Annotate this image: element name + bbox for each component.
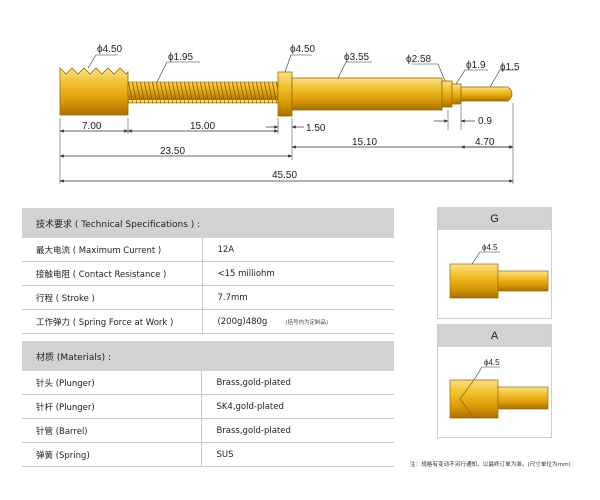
spec-row: 最大电流 ( Maximum Current ) 12A (22, 238, 394, 262)
materials-header-row: 材质 (Materials) : (22, 341, 394, 371)
dim-gap-length: 0.9 (478, 116, 492, 127)
material-row: 针头 (Plunger) Brass,gold-plated (22, 371, 394, 395)
materials-table: 材质 (Materials) : 针头 (Plunger) Brass,gold… (22, 341, 394, 467)
flat-head-illustration: ϕ4.5 (449, 243, 549, 299)
spring (127, 81, 279, 104)
material-row: 弹簧 (Spring) SUS (22, 442, 394, 467)
footnote: 注：规格有变动不另行通知，以最终订单为准。(尺寸单位为mm) (410, 462, 571, 468)
head-option-diameter: ϕ4.5 (484, 358, 500, 367)
head-option-a-panel: A ϕ4.5 (437, 324, 552, 438)
material-row: 针杆 (Plunger) SK4,gold-plated (22, 394, 394, 419)
material-label: 针管 (Barrel) (22, 418, 203, 443)
dim-spring-diameter: ϕ1.95 (168, 52, 194, 63)
spec-label: 接触电阻 ( Contact Resistance ) (22, 261, 204, 286)
head-option-code: G (438, 208, 551, 230)
custom-note: (括号内为定制品) (285, 319, 329, 326)
spec-value: 12A (202, 238, 394, 262)
spec-value: <15 milliohm (202, 261, 394, 286)
dim-neck-diameter: ϕ1.9 (466, 60, 486, 71)
dim-barrel-length: 15.10 (352, 137, 377, 148)
barrel (291, 77, 443, 111)
head-option-g-panel: G ϕ4.5 (437, 207, 552, 319)
material-label: 针头 (Plunger) (22, 371, 203, 395)
material-label: 弹簧 (Spring) (22, 442, 203, 467)
spec-table: 技术要求 ( Technical Specifications ) : 最大电流… (22, 208, 394, 334)
collar (277, 71, 293, 117)
spec-label: 工作弹力 ( Spring Force at Work ) (22, 309, 204, 334)
spec-header-row: 技术要求 ( Technical Specifications ) : (22, 208, 394, 238)
spec-row: 工作弹力 ( Spring Force at Work ) (200g)480g… (22, 309, 394, 334)
spec-row: 接触电阻 ( Contact Resistance ) <15 milliohm (22, 261, 394, 286)
dim-front-length: 23.50 (160, 146, 185, 157)
dim-head-length: 7.00 (82, 121, 102, 132)
dim-head-diameter: ϕ4.50 (97, 44, 123, 55)
head-option-code: A (438, 325, 551, 347)
material-label: 针杆 (Plunger) (22, 394, 203, 419)
dim-total-length: 45.50 (272, 170, 297, 181)
barrel-step (441, 80, 453, 108)
materials-header: 材质 (Materials) : (22, 341, 394, 371)
dimension-lines (59, 119, 514, 183)
dim-step-diameter: ϕ2.58 (406, 54, 432, 65)
leader-lines (87, 54, 518, 88)
material-value: SK4,gold-plated (201, 394, 394, 419)
crown-head (59, 67, 129, 116)
dim-barrel-diameter: ϕ3.55 (344, 52, 370, 63)
plunger-tip (460, 86, 513, 102)
dim-collar-length: 1.50 (306, 123, 326, 134)
plunger-neck (451, 83, 462, 105)
dim-tip-length: 4.70 (475, 137, 495, 148)
dim-spring-length: 15.00 (190, 121, 215, 132)
dim-collar-diameter: ϕ4.50 (290, 44, 316, 55)
spec-value-text: (200g)480g (217, 316, 268, 327)
spec-value: 7.7mm (202, 285, 394, 310)
v-head-illustration: ϕ4.5 (449, 358, 549, 419)
material-value: SUS (201, 442, 394, 467)
head-option-diameter: ϕ4.5 (482, 243, 498, 252)
material-value: Brass,gold-plated (201, 418, 394, 443)
spec-value: (200g)480g (括号内为定制品) (202, 309, 394, 334)
spec-label: 行程 ( Stroke ) (22, 285, 204, 310)
spec-label: 最大电流 ( Maximum Current ) (22, 238, 204, 262)
material-row: 针管 (Barrel) Brass,gold-plated (22, 418, 394, 443)
spec-header: 技术要求 ( Technical Specifications ) : (22, 208, 394, 238)
probe-technical-drawing: ϕ4.50 ϕ1.95 ϕ4.50 ϕ3.55 ϕ2.58 ϕ1.9 ϕ1.5 … (59, 44, 520, 184)
probe-body (59, 67, 513, 117)
material-value: Brass,gold-plated (201, 371, 394, 395)
dim-tip-diameter: ϕ1.5 (500, 62, 520, 73)
spec-row: 行程 ( Stroke ) 7.7mm (22, 285, 394, 310)
